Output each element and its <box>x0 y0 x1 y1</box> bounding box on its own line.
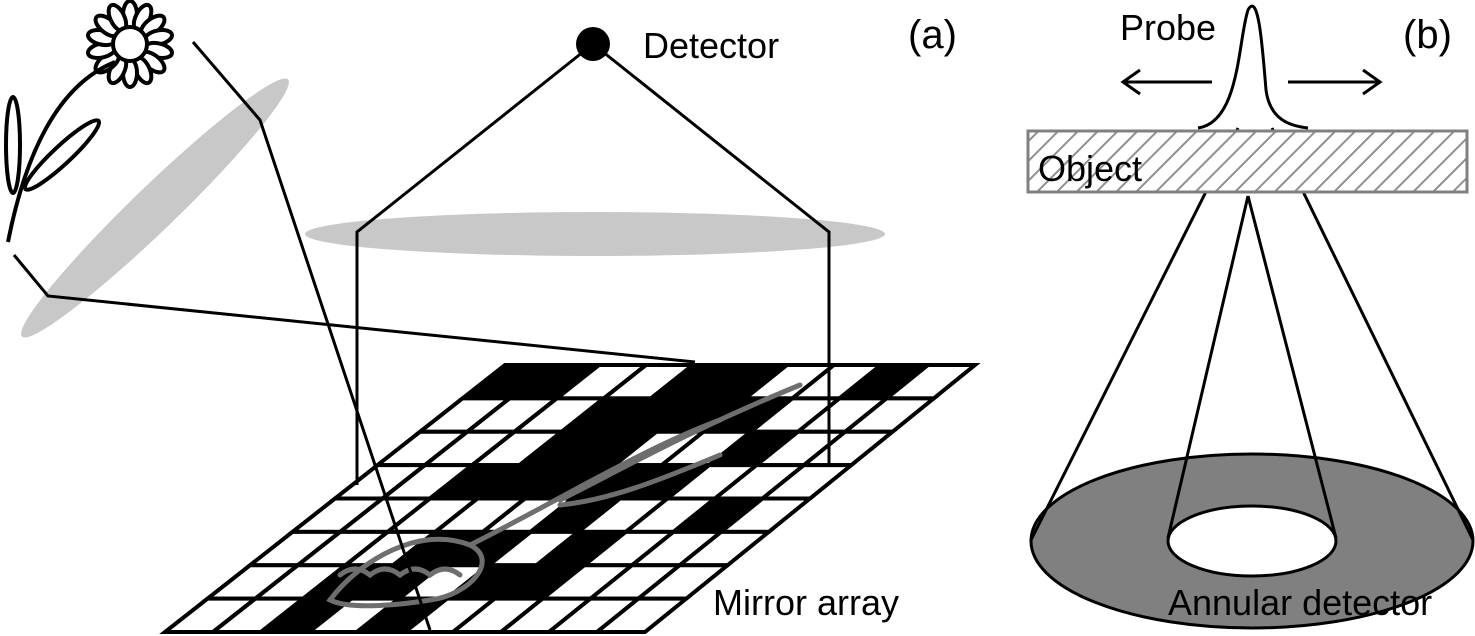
mirror-array <box>159 363 981 634</box>
scan-arrows <box>1120 68 1383 96</box>
annular-detector-hole <box>1166 504 1338 578</box>
detector-label: Detector <box>643 25 779 66</box>
projected-flower-image <box>326 382 803 609</box>
probe-beam-profile <box>1197 4 1309 130</box>
scattering-cone <box>1029 127 1475 541</box>
panel-a-label: (a) <box>908 13 957 57</box>
panel-b: Object Probe (b) Annular detector <box>1026 4 1475 630</box>
annular-detector-label: Annular detector <box>1168 582 1432 623</box>
collection-lens <box>305 212 885 256</box>
panel-a: Detector (a) Mirror array <box>4 0 981 634</box>
flower-icon <box>4 0 175 243</box>
object-slab <box>1026 129 1469 194</box>
detector-light-path <box>355 42 831 485</box>
tilted-lens <box>21 78 289 338</box>
object-label: Object <box>1038 148 1142 189</box>
illumination-rays <box>12 41 696 631</box>
probe-label: Probe <box>1120 7 1216 48</box>
mirror-cell <box>591 596 692 634</box>
panel-b-label: (b) <box>1403 13 1452 57</box>
mirror-array-label: Mirror array <box>713 582 899 623</box>
